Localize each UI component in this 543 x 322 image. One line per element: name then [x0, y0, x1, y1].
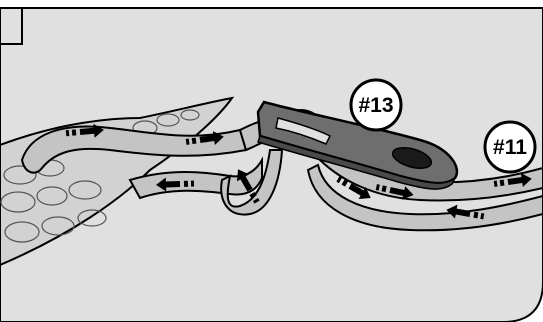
arrow-right-lower: [375, 184, 414, 200]
buckle-window: [275, 117, 332, 145]
arrow-lower-left: [156, 177, 195, 192]
direction-arrows: [65, 123, 532, 220]
arrow-lower-middle: [236, 169, 260, 204]
callout-strap: #11: [483, 120, 537, 174]
buckle-slot: [391, 146, 433, 170]
arrow-far-right: [493, 173, 532, 187]
callout-strap-label: #11: [493, 136, 527, 159]
arrow-upper-left: [65, 123, 104, 138]
strap-left-end: [20, 125, 248, 174]
callout-buckle: #13: [349, 78, 403, 132]
arrow-upper-middle: [185, 131, 224, 145]
padding-texture: [0, 109, 200, 243]
panel-tab: [0, 8, 23, 45]
arrow-right-bottom: [446, 204, 485, 220]
callout-buckle-label: #13: [358, 94, 393, 117]
strap-loop: [220, 149, 284, 216]
arrow-entry: [336, 176, 371, 200]
buckle-edge: [257, 135, 456, 190]
